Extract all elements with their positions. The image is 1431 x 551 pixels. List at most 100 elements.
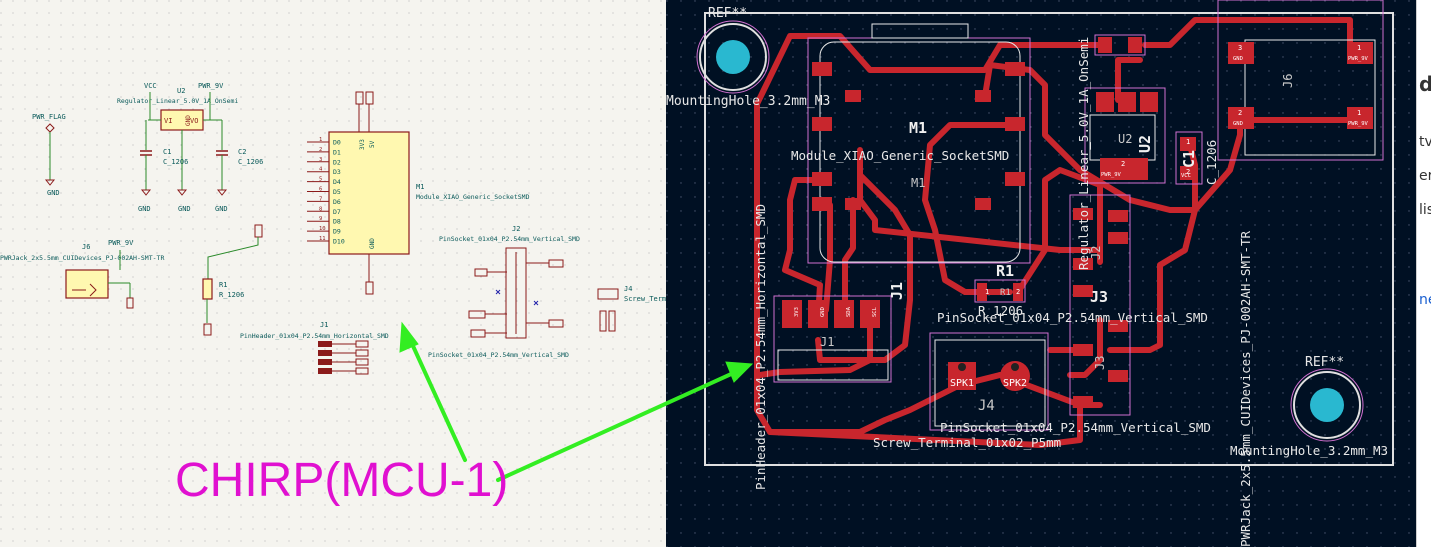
u2-regulator-symbol[interactable]: VCC PWR_9V U2 Regulator_Linear_5.0V_1A_O… xyxy=(117,82,238,213)
svg-text:3: 3 xyxy=(1238,44,1242,52)
mounting-hole-bottom[interactable] xyxy=(1293,371,1361,439)
gnd-label: GND xyxy=(138,205,151,213)
c2-symbol[interactable]: C2 C_1206 GND xyxy=(215,120,263,213)
j1-value: PinHeader_01x04_P2.54mm_Horizontal_SMD xyxy=(240,332,389,340)
schematic-view[interactable]: PWR_FLAG GND VCC PWR_9V U2 Regulator_Lin… xyxy=(0,0,683,547)
u2-pin-gnd: GND xyxy=(185,115,192,126)
j3-value-label: PinSocket_01x04_P2.54mm_Vertical_SMD xyxy=(940,420,1211,435)
gnd-label: GND xyxy=(47,189,60,197)
u2-value-label: Regulator_Linear_5.0V_1A_OnSemi xyxy=(1076,37,1091,270)
ref-top-label: REF** xyxy=(708,6,747,21)
mounting-hole-top-label: MountingHole_3.2mm_M3 xyxy=(666,94,830,109)
j6-power-jack-symbol[interactable]: J6 PWR_9V PWRJack_2x5.5mm_CUIDevices_PJ-… xyxy=(0,239,164,309)
c1-symbol[interactable]: C1 C_1206 GND xyxy=(138,120,188,213)
svg-text:R1: R1 xyxy=(1000,288,1011,298)
m1-pin-label: D7 xyxy=(333,208,341,216)
j4-screw-pads xyxy=(948,361,1030,391)
pwr9v-label: PWR_9V xyxy=(198,82,224,90)
pcb-canvas: 3V3 GND SDA SCL GND GND PWR_9V PWR_9V PW… xyxy=(666,0,1416,547)
r1-value-label: R_1206 xyxy=(978,303,1023,318)
m1-ref-label: M1 xyxy=(909,119,927,137)
j4-terminal-symbol[interactable]: J4 Screw_Terminal xyxy=(597,285,683,332)
svg-text:2: 2 xyxy=(1121,160,1125,168)
pwr9v-label: PWR_9V xyxy=(108,239,134,247)
svg-text:PWR_9V: PWR_9V xyxy=(1348,121,1369,127)
svg-text:1: 1 xyxy=(1186,138,1190,146)
svg-text:U2: U2 xyxy=(1118,132,1132,146)
j2-ref: J2 xyxy=(512,225,520,233)
pad-labels: 3V3 GND SDA SCL GND GND PWR_9V PWR_9V PW… xyxy=(794,56,1369,317)
m1-pin-number: 1 xyxy=(319,137,322,143)
u2-value: Regulator_Linear_5.0V_1A_OnSemi xyxy=(117,97,238,105)
schematic-canvas: PWR_FLAG GND VCC PWR_9V U2 Regulator_Lin… xyxy=(0,0,683,547)
m1-value: Module_XIAO_Generic_SocketSMD xyxy=(416,193,530,201)
pad-names-spk: SPK1 SPK2 xyxy=(950,378,1027,389)
m1-pin-label: D5 xyxy=(333,188,341,196)
c1-value-label: C_1206 xyxy=(1204,140,1219,185)
c1-ref: C1 xyxy=(163,148,171,156)
silkscreen-outlines xyxy=(777,23,1376,427)
svg-text:2: 2 xyxy=(1016,288,1020,296)
m1-pin-number: 2 xyxy=(319,147,322,153)
fab-labels: M1 J1 J4 U2 J2 J3 J6 R1 xyxy=(820,74,1295,414)
c2-value: C_1206 xyxy=(238,158,263,166)
svg-text:2: 2 xyxy=(1186,168,1190,176)
svg-text:SCL: SCL xyxy=(872,306,878,317)
m1-value-label: Module_XIAO_Generic_SocketSMD xyxy=(791,148,1009,163)
strip-text-2: tv xyxy=(1419,134,1431,150)
c1-ref-label: C1 xyxy=(1180,150,1198,168)
c1-value: C_1206 xyxy=(163,158,188,166)
m1-pin-label: D9 xyxy=(333,228,341,236)
m1-pin-number: 3 xyxy=(319,157,322,163)
m1-pin-gnd: GND xyxy=(369,238,376,249)
r1-symbol[interactable]: R1 R_1206 xyxy=(202,224,263,336)
m1-xiao-symbol[interactable]: 3V3 5V D01D12D23D34D45D56D67D78D89D910D1… xyxy=(307,91,530,295)
m1-pin-number: 7 xyxy=(319,196,322,202)
m1-pin-3v3: 3V3 xyxy=(359,139,366,150)
m1-pin-label: D4 xyxy=(333,178,341,186)
m1-ref: M1 xyxy=(416,183,424,191)
svg-text:M1: M1 xyxy=(911,176,925,190)
j1-ref: J1 xyxy=(320,321,328,329)
m1-pin-5v: 5V xyxy=(369,140,376,148)
svg-text:GND: GND xyxy=(820,307,826,317)
pcb-view[interactable]: 3V3 GND SDA SCL GND GND PWR_9V PWR_9V PW… xyxy=(666,0,1416,547)
m1-pin-number: 6 xyxy=(319,187,322,193)
m1-pin-label: D6 xyxy=(333,198,341,206)
m1-pin-label: D3 xyxy=(333,168,341,176)
m1-pin-number: 10 xyxy=(319,226,326,232)
j1-value-label: PinHeader_01x04_P2.54mm_Horizontal_SMD xyxy=(753,204,768,490)
u2-ref-label: U2 xyxy=(1136,135,1154,153)
ref-bottom-label: REF** xyxy=(1305,355,1344,370)
u2-pin-vi: VI xyxy=(164,117,172,125)
j2-value: PinSocket_01x04_P2.54mm_Vertical_SMD xyxy=(439,235,580,243)
j1-ref-label: J1 xyxy=(888,282,906,300)
svg-text:1: 1 xyxy=(985,288,989,296)
svg-text:SPK2: SPK2 xyxy=(1003,378,1027,389)
j6-value: PWRJack_2x5.5mm_CUIDevices_PJ-002AH-SMT-… xyxy=(0,254,164,262)
strip-text-4: lis xyxy=(1419,202,1431,218)
m1-pin-number: 5 xyxy=(319,177,322,183)
reference-designators: M1 R1 J3 J1 U2 C1 xyxy=(888,119,1198,306)
pwr-flag-symbol[interactable]: PWR_FLAG GND xyxy=(32,113,66,197)
r1-ref-label: R1 xyxy=(996,262,1014,280)
m1-pin-number: 8 xyxy=(319,206,322,212)
pad-numbers: 3 2 1 1 2 1 2 1 2 xyxy=(985,44,1361,296)
strip-text-3: er xyxy=(1419,168,1431,184)
c2-ref: C2 xyxy=(238,148,246,156)
j1-header-symbol[interactable]: J1 PinHeader_01x04_P2.54mm_Horizontal_SM… xyxy=(240,321,389,375)
svg-text:SPK1: SPK1 xyxy=(950,378,974,389)
j2-socket-symbol[interactable]: J2 PinSocket_01x04_P2.54mm_Vertical_SMD … xyxy=(428,225,580,359)
gnd-label: GND xyxy=(215,205,228,213)
j6-ref: J6 xyxy=(82,243,90,251)
mounting-hole-bottom-label: MountingHole_3.2mm_M3 xyxy=(1230,443,1388,458)
svg-text:2: 2 xyxy=(1238,109,1242,117)
board-outline xyxy=(704,12,1394,466)
svg-text:VCC: VCC xyxy=(1181,173,1191,179)
svg-text:3V3: 3V3 xyxy=(794,307,800,317)
mounting-hole-top[interactable] xyxy=(699,23,767,91)
svg-text:J2: J2 xyxy=(1089,246,1103,260)
u2-pin-vo: VO xyxy=(190,117,198,125)
j3-ref-label: J3 xyxy=(1090,288,1108,306)
m1-pin-label: D10 xyxy=(333,238,345,246)
